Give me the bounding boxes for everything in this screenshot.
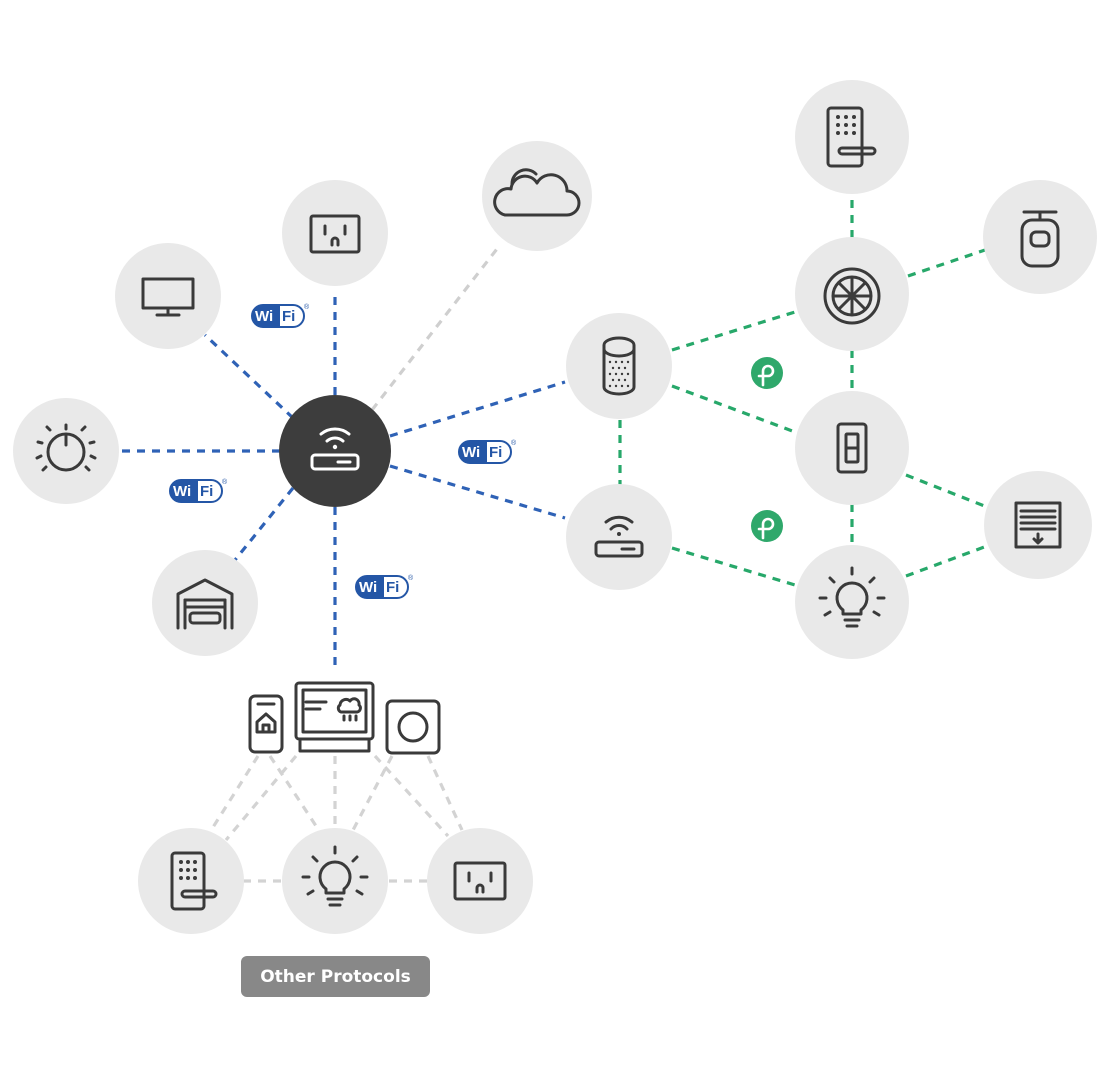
bulb-icon <box>818 566 886 628</box>
wifi-badge-wi: Wi <box>255 308 273 325</box>
internet-link <box>370 244 502 411</box>
link-hub-lock-a <box>208 755 260 833</box>
thread-logo-1 <box>751 357 783 389</box>
smart-button-icon <box>385 699 441 755</box>
link-hub-lock-b <box>224 754 298 842</box>
wifi-badge-mark: ® <box>511 439 517 447</box>
outlet-icon <box>453 861 507 901</box>
keypad-lock-icon <box>170 851 218 911</box>
wifi-badge-3: Wi Fi ® <box>169 478 228 503</box>
link-hub-bulb-a <box>268 755 322 833</box>
other-lock-node <box>138 828 244 934</box>
camera-icon <box>1020 210 1060 268</box>
smart-speaker-node <box>566 313 672 419</box>
other-links <box>208 754 464 883</box>
camera-node <box>983 180 1097 294</box>
outlet-icon <box>309 214 361 254</box>
blinds-icon <box>1014 501 1062 549</box>
wifi-badge-fi: Fi <box>200 483 213 500</box>
fan-icon <box>823 267 881 325</box>
thread-icon <box>757 364 775 387</box>
door-lock-node <box>795 80 909 194</box>
link-speaker-switch <box>671 384 796 434</box>
wifi-badge-wi: Wi <box>462 444 480 461</box>
wifi-badge-wi: Wi <box>173 483 191 500</box>
thread-links <box>618 195 988 587</box>
wifi-badge-mark: ® <box>408 574 414 582</box>
smart-display-icon <box>294 681 375 753</box>
link-hub-plug-b <box>426 755 464 831</box>
thread-logo-2 <box>751 510 783 542</box>
link-fan-camera <box>907 248 986 278</box>
link-threadrouter-bulb <box>671 546 796 587</box>
link-router-cloud <box>370 244 502 411</box>
link-router-garage <box>233 486 295 562</box>
wifi-router-icon <box>594 515 644 558</box>
link-bulb-blinds <box>905 544 988 578</box>
wifi-links <box>120 290 566 672</box>
monitor-node <box>115 243 221 349</box>
cloud-node <box>482 141 592 251</box>
cloud-icon <box>493 168 581 217</box>
link-switch-blinds <box>905 473 988 509</box>
garage-node <box>152 550 258 656</box>
wifi-badge-mark: ® <box>222 478 228 486</box>
wifi-badge-mark: ® <box>304 303 310 311</box>
window-blinds-node <box>984 471 1092 579</box>
link-speaker-fan <box>671 310 796 352</box>
wifi-badge-fi: Fi <box>489 444 502 461</box>
dial-icon <box>35 423 97 472</box>
wifi-badge-1: Wi Fi ® <box>251 303 310 328</box>
light-switch-node <box>795 391 909 505</box>
light-bulb-node <box>795 545 909 659</box>
other-bulb-node <box>282 828 388 934</box>
thread-router-node <box>566 484 672 590</box>
wifi-badge-2: Wi Fi ® <box>458 439 517 464</box>
hub-group-node <box>248 681 441 755</box>
link-hub-plug-a <box>373 754 450 838</box>
garage-icon <box>176 578 234 630</box>
monitor-icon <box>141 277 195 317</box>
switch-icon <box>836 422 868 474</box>
wifi-badge-4: Wi Fi ® <box>355 574 414 599</box>
wifi-badge-fi: Fi <box>282 308 295 325</box>
wifi-router-icon <box>310 427 360 471</box>
ceiling-fan-node <box>795 237 909 351</box>
link-router-thread-router <box>389 464 566 520</box>
link-router-speaker <box>389 380 566 438</box>
thread-icon <box>757 517 775 540</box>
bulb-icon <box>301 845 369 907</box>
wifi-router-node <box>279 395 391 507</box>
keypad-lock-icon <box>826 106 877 168</box>
thermostat-node <box>13 398 119 504</box>
wifi-badge-wi: Wi <box>359 579 377 596</box>
speaker-icon <box>602 336 636 396</box>
wifi-badge-fi: Fi <box>386 579 399 596</box>
smart-plug-node <box>282 180 388 286</box>
link-router-monitor <box>203 333 295 420</box>
other-plug-node <box>427 828 533 934</box>
phone-icon <box>248 694 284 754</box>
other-protocols-label: Other Protocols <box>241 956 430 997</box>
